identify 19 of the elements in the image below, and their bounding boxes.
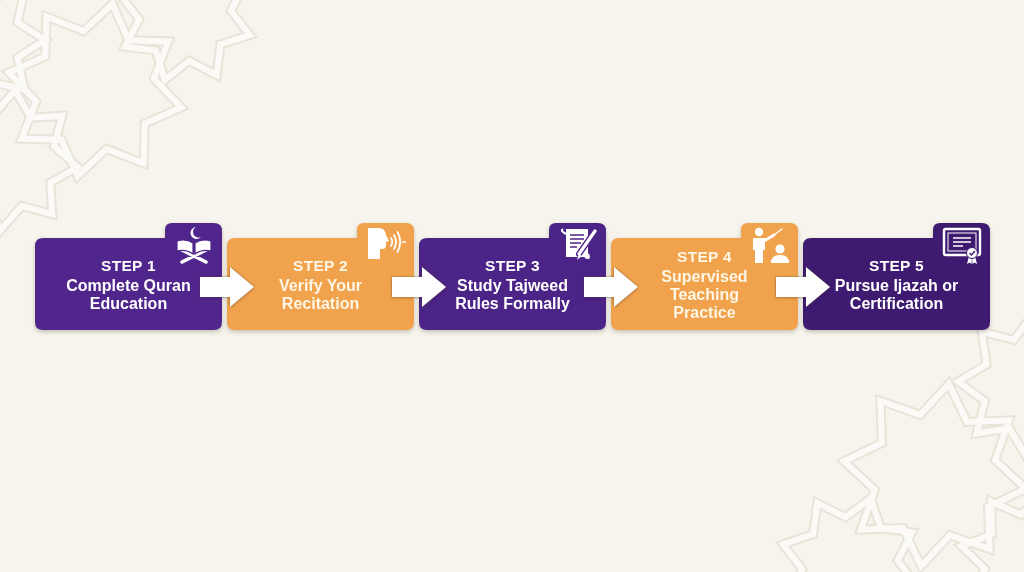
step-card (803, 223, 990, 330)
arrow (200, 267, 254, 307)
step-number: STEP 1 (101, 255, 156, 275)
step-card (227, 223, 414, 330)
step-card (419, 223, 606, 330)
step-title: Verify Your Recitation (278, 276, 363, 313)
step-card (611, 223, 798, 330)
step-number: STEP 3 (485, 255, 540, 275)
step-title: Pursue Ijazah or Certification (833, 276, 960, 313)
arrow (776, 267, 830, 307)
step-number: STEP 2 (293, 255, 348, 275)
arrow (392, 267, 446, 307)
step-title: Complete Quran Education (65, 276, 192, 313)
arrow (584, 267, 638, 307)
step-number: STEP 4 (677, 246, 732, 266)
step-title: Study Tajweed Rules Formally (454, 276, 571, 313)
step-card (35, 223, 222, 330)
step-title: Supervised Teaching Practice (660, 267, 749, 322)
step-number: STEP 5 (869, 255, 924, 275)
